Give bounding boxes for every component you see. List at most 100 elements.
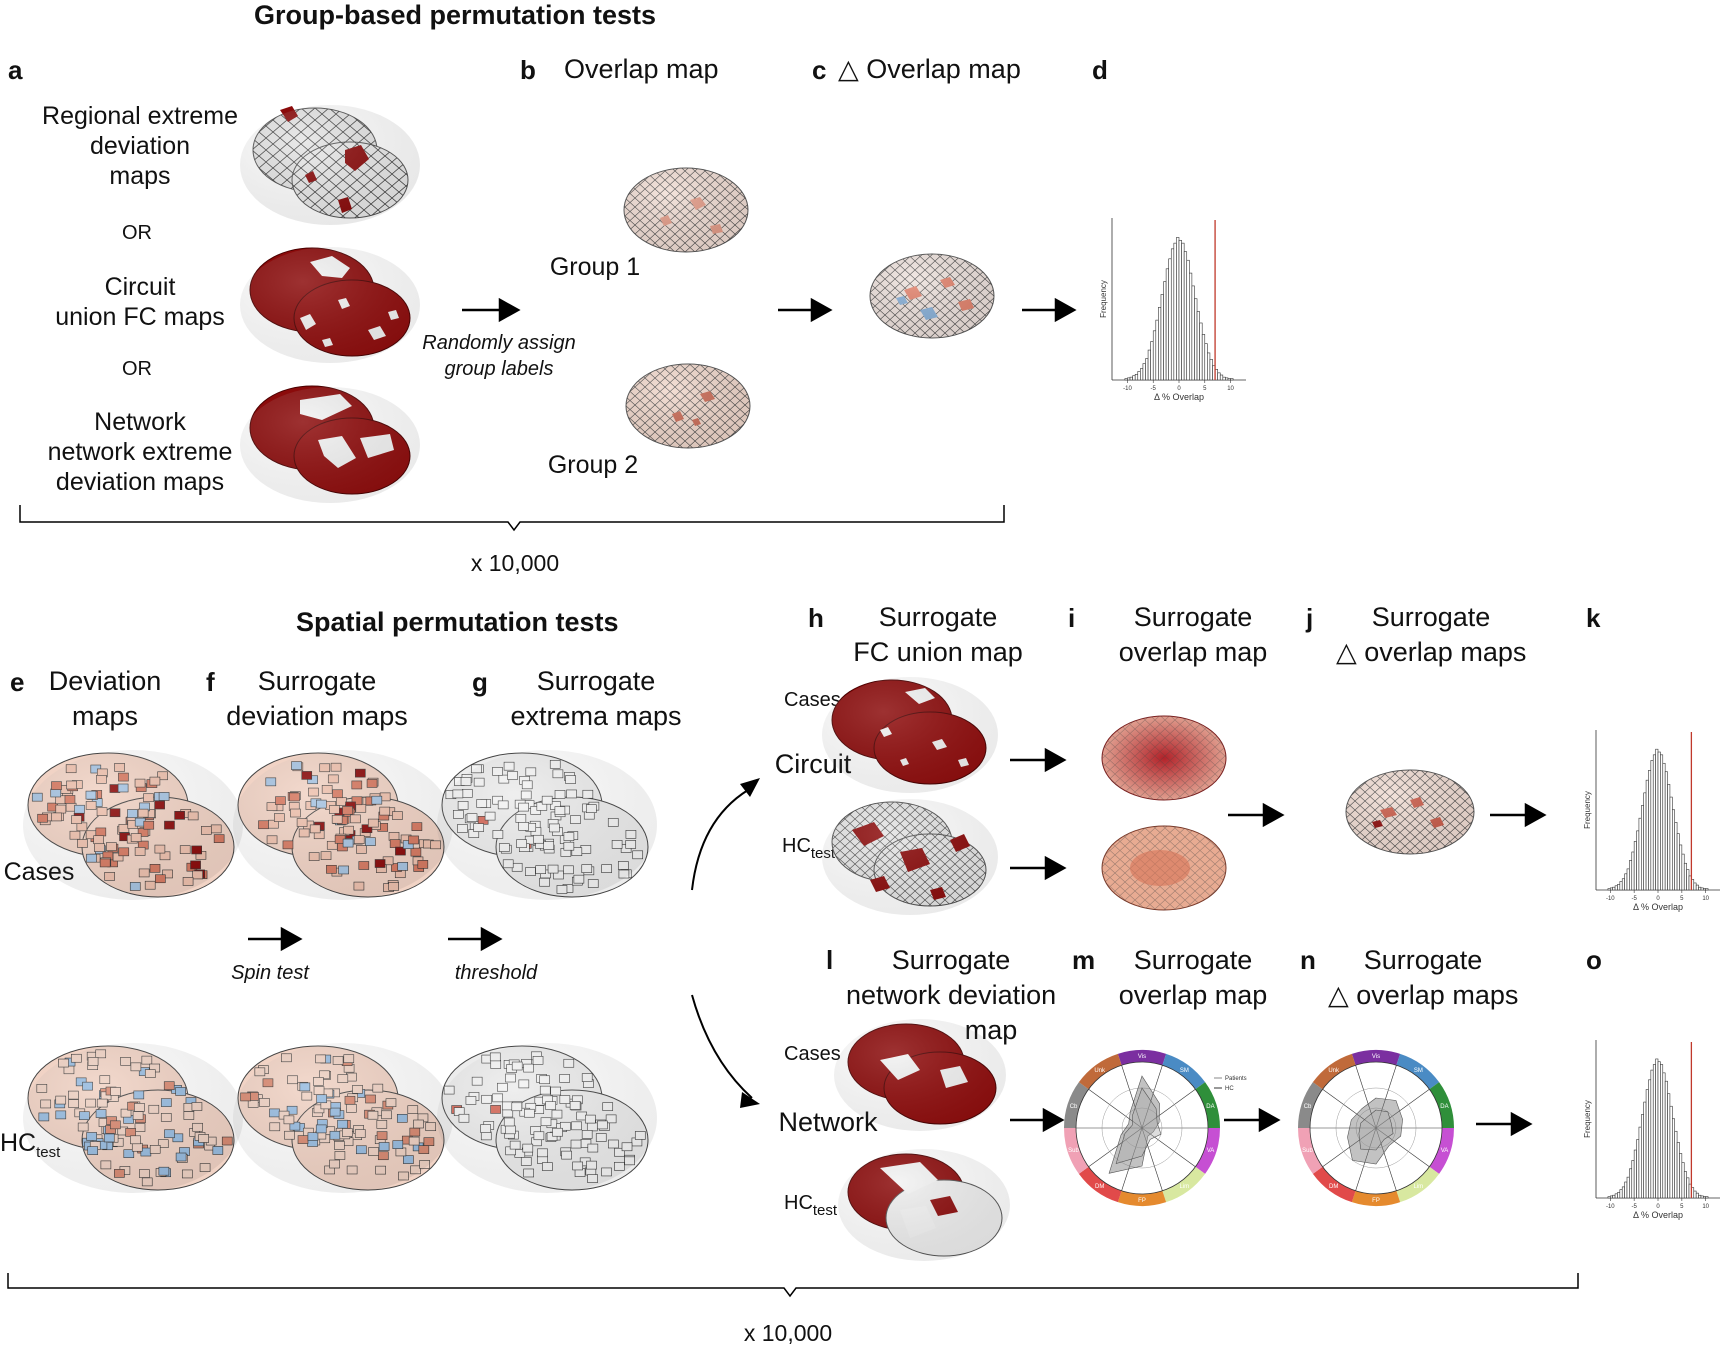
hist-bar xyxy=(1173,242,1177,381)
hist-bar xyxy=(1638,1126,1642,1199)
regional-label-2: deviation xyxy=(89,132,191,160)
cases-label-network: Cases xyxy=(784,1043,841,1065)
radar-net-label: VA xyxy=(1207,1148,1215,1154)
hist-bar xyxy=(1176,237,1180,381)
hist-bar xyxy=(1621,1186,1625,1199)
hist-tick-label: -10 xyxy=(1123,386,1132,392)
radar-ring-sub xyxy=(1064,1128,1089,1174)
radar-ring-fp xyxy=(1351,1190,1401,1206)
hist-bar xyxy=(1683,862,1687,891)
panel-title-e-2: maps xyxy=(71,701,139,731)
hist-bar xyxy=(1178,239,1182,381)
hist-bar xyxy=(1610,887,1613,891)
hist-bar xyxy=(1676,1142,1680,1199)
radar-net-label: Cb xyxy=(1304,1104,1312,1110)
panel-title-l-1: Surrogate xyxy=(891,945,1011,975)
hist-bar xyxy=(1660,754,1664,891)
hist-bar xyxy=(1655,748,1659,891)
brain-delta-overlap xyxy=(869,253,995,339)
or-label-2: OR xyxy=(122,358,152,380)
brace-top xyxy=(19,505,1005,532)
hist-bar xyxy=(1703,888,1706,891)
network-label-1: Network xyxy=(94,408,186,436)
hist-bar xyxy=(1227,378,1231,381)
hist-tick-label: 5 xyxy=(1203,386,1207,392)
hist-bar xyxy=(1626,868,1630,891)
radar-net-label: SM xyxy=(1180,1068,1189,1074)
hist-bar xyxy=(1145,358,1149,381)
hist-bar xyxy=(1650,760,1654,891)
hist-bar xyxy=(1633,1149,1637,1199)
radar-ring-lim xyxy=(1396,1166,1440,1203)
hist-xlabel: Δ % Overlap xyxy=(1633,902,1683,912)
radar-net-label: FP xyxy=(1138,1198,1146,1204)
hist-bar xyxy=(1134,373,1139,381)
radar-net-label: Sub xyxy=(1302,1148,1313,1154)
hist-bar xyxy=(1217,372,1221,381)
hist-bar xyxy=(1181,242,1185,381)
radar-net-label: DM xyxy=(1329,1184,1338,1190)
radar-net-label: Unk xyxy=(1094,1068,1106,1074)
hist-tick-label: -10 xyxy=(1606,1204,1615,1210)
hist-bar xyxy=(1705,888,1709,891)
or-label-1: OR xyxy=(122,222,152,244)
hist-bar xyxy=(1686,1177,1690,1199)
branch-arrow-circuit xyxy=(691,789,749,891)
hist-bar xyxy=(1683,1171,1687,1199)
brain-surrogate-delta xyxy=(1345,769,1475,855)
radar-net-label: VA xyxy=(1441,1148,1449,1154)
panel-title-i-2: overlap map xyxy=(1118,637,1268,667)
hist-bar xyxy=(1199,322,1203,381)
hist-bar xyxy=(1679,1153,1683,1199)
hist-bar xyxy=(1129,376,1133,381)
hist-bar xyxy=(1626,1176,1630,1199)
group1-label: Group 1 xyxy=(549,253,641,281)
radar-net-label: Cb xyxy=(1070,1104,1078,1110)
radar-ring-cb xyxy=(1298,1082,1323,1128)
hist-bar xyxy=(1679,844,1683,891)
panel-title-j-2: △ overlap maps xyxy=(1336,637,1527,667)
panel-title-f-2: deviation maps xyxy=(226,701,408,731)
hist-bar xyxy=(1669,796,1673,891)
hist-bar xyxy=(1650,1069,1654,1199)
radar-net-label: DA xyxy=(1440,1104,1448,1110)
hist-bar xyxy=(1183,251,1188,381)
hist-tick-label: 5 xyxy=(1680,896,1684,902)
panel-title-b: Overlap map xyxy=(564,54,719,84)
brain-surrogate-extrema-hc xyxy=(437,1043,657,1193)
hist-bar xyxy=(1693,882,1697,891)
panel-label-n: n xyxy=(1300,945,1316,975)
hist-bar xyxy=(1660,1064,1664,1199)
panel-title-m-1: Surrogate xyxy=(1133,945,1253,975)
hist-bar xyxy=(1168,258,1172,381)
panel-title-l-2: network deviation xyxy=(846,980,1057,1010)
hist-bar xyxy=(1617,884,1621,891)
hist-bar xyxy=(1645,779,1649,891)
arrows-circuit xyxy=(1010,747,1547,881)
radar-net-label: Vis xyxy=(1138,1054,1146,1060)
brain-circuit-hc xyxy=(822,799,998,915)
repeat-count-top: x 10,000 xyxy=(470,550,560,576)
hist-tick-label: 0 xyxy=(1656,896,1660,902)
hist-bar xyxy=(1681,1162,1685,1199)
radar-legend-hc: HC xyxy=(1225,1086,1234,1092)
radar-ring-da xyxy=(1429,1082,1454,1128)
hist-bar xyxy=(1693,1190,1697,1199)
radar-net-label: Unk xyxy=(1328,1068,1340,1074)
hist-bar xyxy=(1219,374,1224,381)
panel-label-h: h xyxy=(808,603,824,633)
arrows-spin xyxy=(248,926,503,952)
hist-bar xyxy=(1662,1072,1666,1199)
hc-circuit-main: HC xyxy=(782,835,811,857)
hist-bar xyxy=(1612,1194,1616,1199)
network-label-3: deviation maps xyxy=(55,468,225,496)
hist-bar xyxy=(1150,341,1154,381)
brain-circuit-cases xyxy=(822,677,998,793)
hist-bar xyxy=(1667,784,1671,891)
hist-tick-label: 10 xyxy=(1227,386,1234,392)
radar-net-label: Lim xyxy=(1413,1184,1423,1190)
hist-bar xyxy=(1194,298,1198,381)
hist-bar xyxy=(1657,1061,1661,1199)
brain-circuit-union xyxy=(240,247,420,363)
